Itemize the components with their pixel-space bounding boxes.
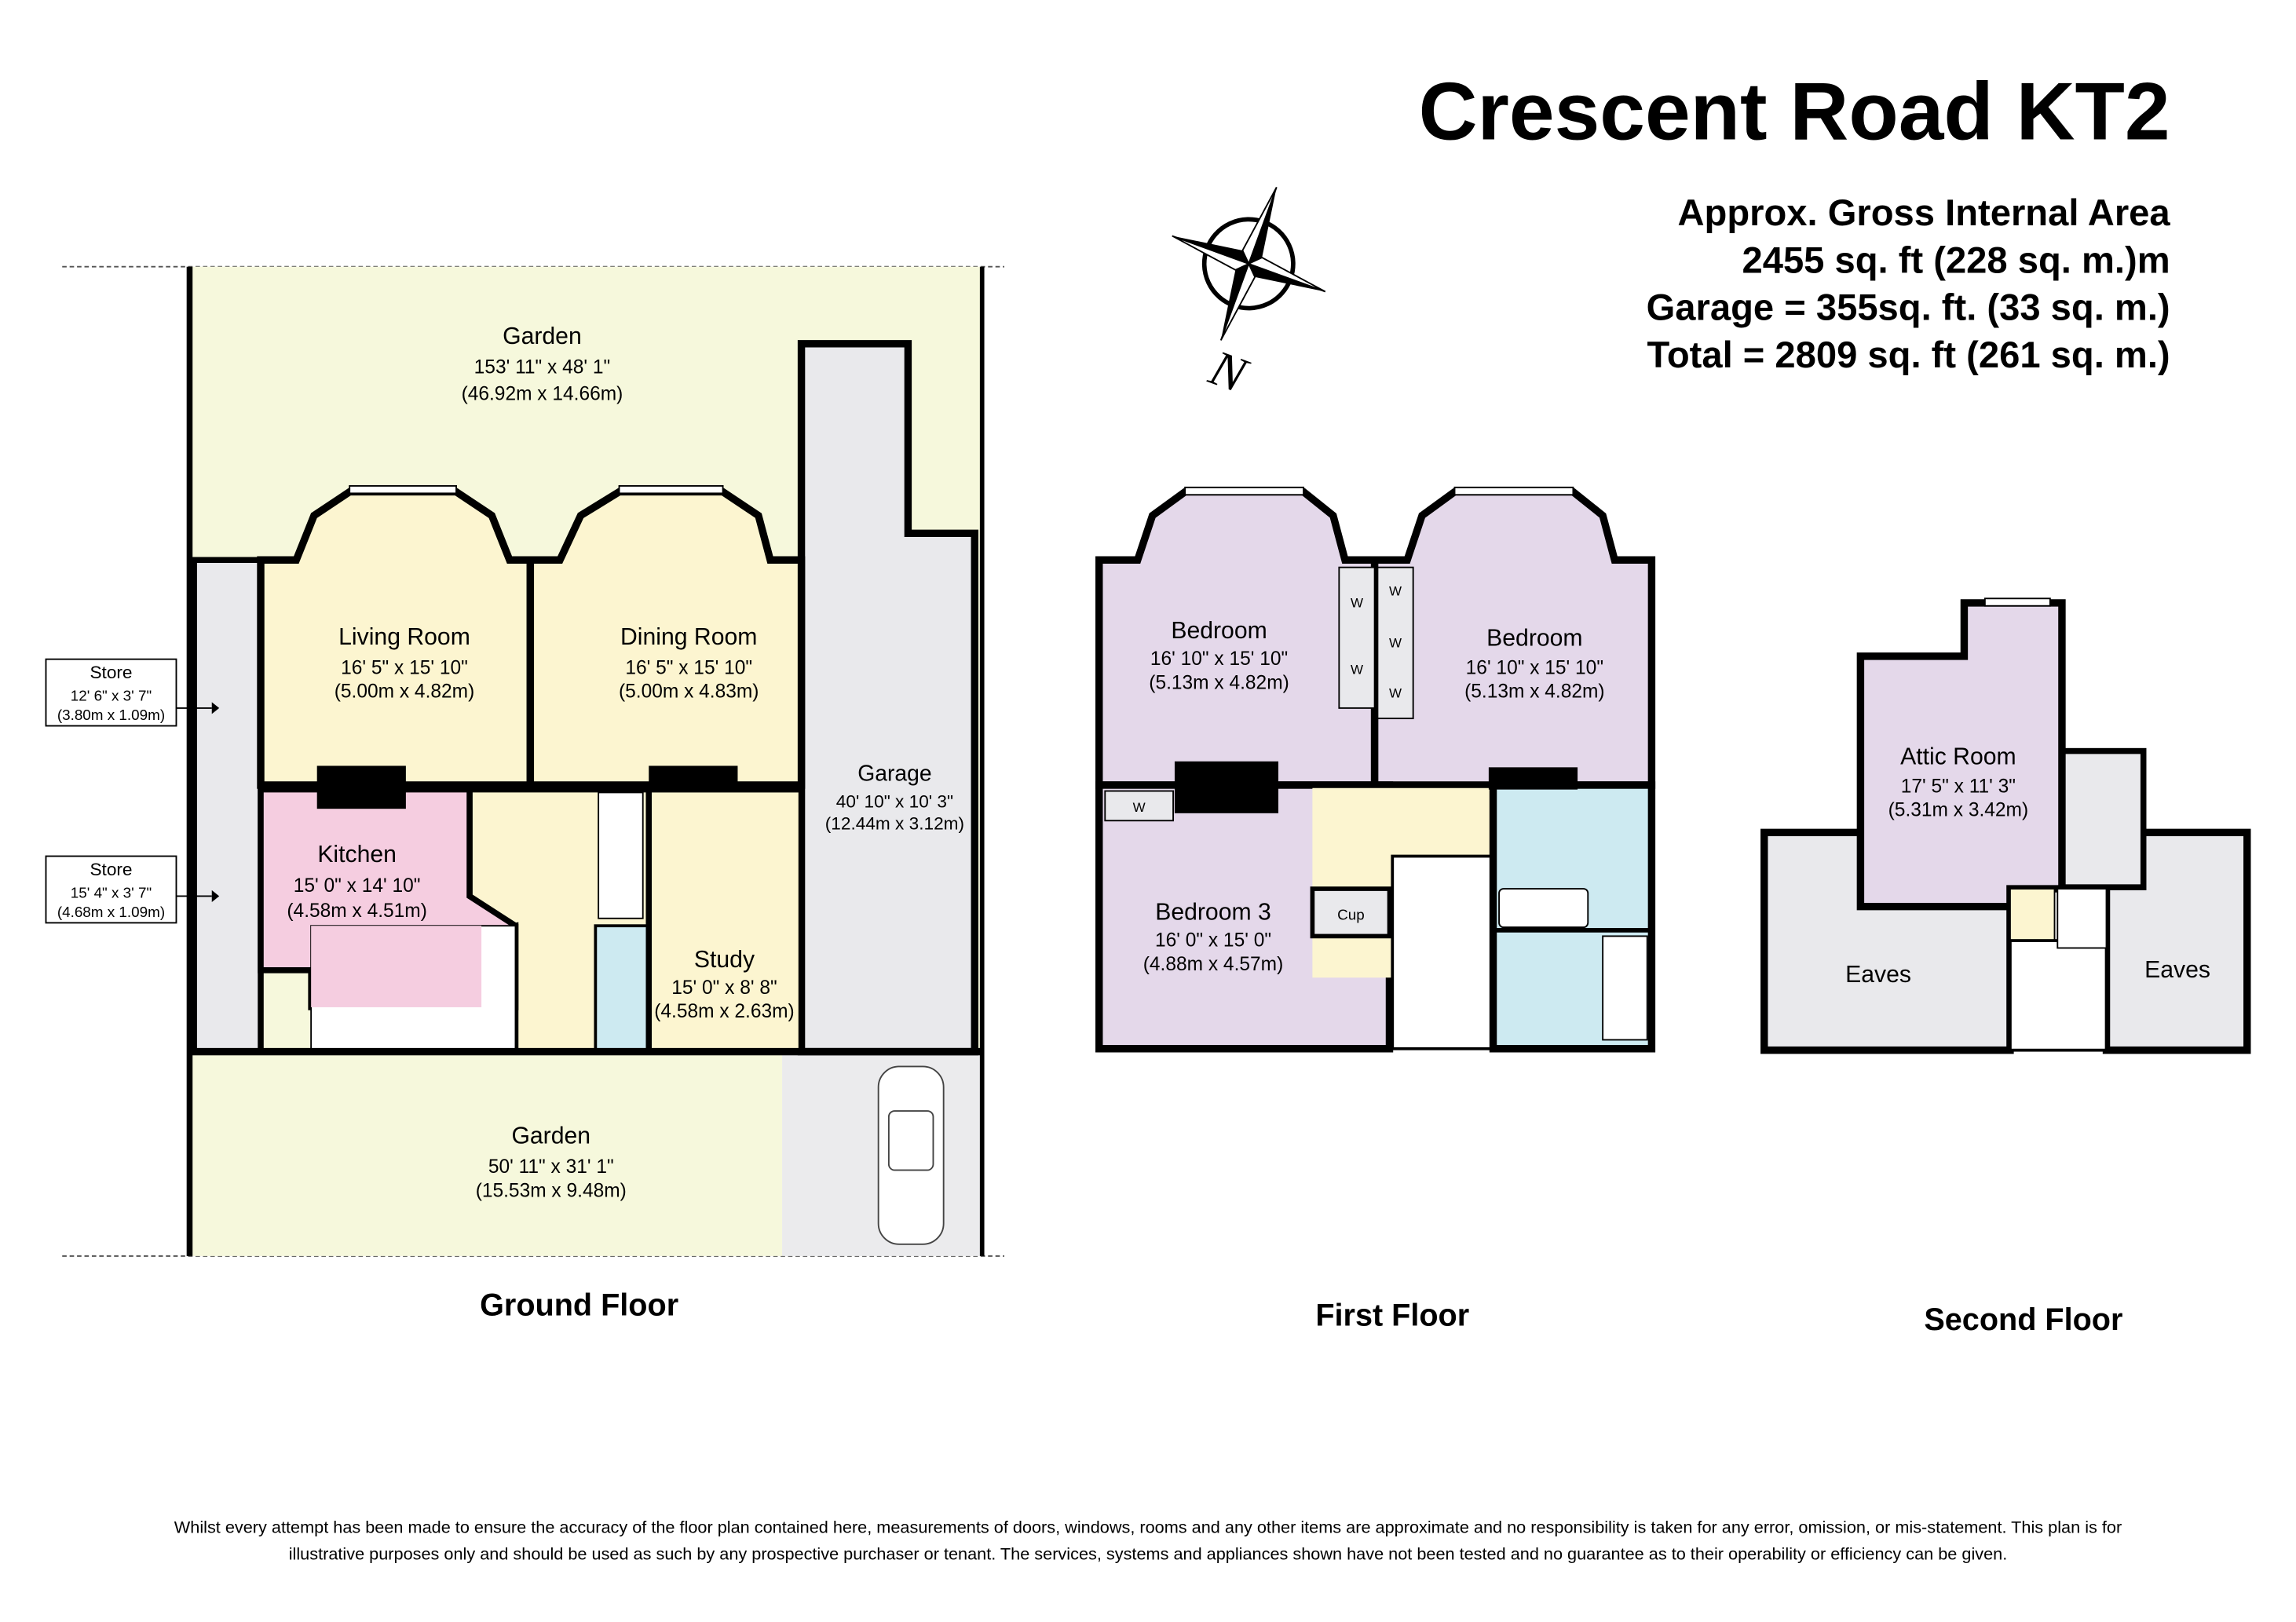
wardrobes: W W W W W W [1104,566,1414,822]
room-dim: (4.88m x 4.57m) [1143,954,1283,975]
room-name: Store [90,663,132,682]
bay-window-icon [349,484,724,495]
shower-icon [1602,935,1648,1041]
floor-label-ground: Ground Floor [480,1288,678,1322]
room-name: Attic Room [1900,744,2016,770]
room-dim: 15' 0" x 14' 10" [294,875,421,897]
room-dim: 12' 6" x 3' 7" [71,687,152,703]
staircase-icon [2009,939,2108,1052]
chimney-breast [1488,767,1578,790]
front-garden [189,1054,783,1256]
page-title: Crescent Road KT2 [1419,65,2170,156]
room-dim: 16' 10" x 15' 10" [1150,648,1288,670]
wardrobe-label: W [1389,686,1402,701]
room-dim: (5.31m x 3.42m) [1888,800,2028,821]
area-summary: Approx. Gross Internal Area 2455 sq. ft … [1647,192,2171,375]
bath-icon [1498,888,1589,929]
room-name: Bedroom [1486,626,1582,652]
room-dim: 16' 5" x 15' 10" [625,658,752,679]
compass-rose-icon [1172,187,1326,341]
room-dim: (5.13m x 4.82m) [1149,672,1289,693]
area-line-3: Garage = 355sq. ft. (33 sq. m.) [1647,287,2170,328]
room-dim: (3.80m x 1.09m) [57,707,165,723]
cupboard-label: Cup [1337,907,1365,923]
room-dim: 40' 10" x 10' 3" [836,791,953,811]
floor-label-second: Second Floor [1924,1302,2122,1337]
room-dim: (46.92m x 14.66m) [462,384,623,405]
wardrobe-label: W [1351,596,1363,611]
room-name: Store [90,860,132,879]
room-dim: (5.00m x 4.83m) [619,681,759,703]
living-room [257,488,535,789]
room-dim: (15.53m x 9.48m) [476,1180,627,1201]
room-name: Garden [503,323,582,349]
area-line-4: Total = 2809 sq. ft (261 sq. m.) [1647,334,2170,375]
room-name: Eaves [1845,962,1911,988]
room-name: Living Room [338,624,470,650]
disclaimer-line-2: illustrative purposes only and should be… [289,1544,2008,1564]
compass-north-label: N [1202,339,1256,404]
staircase-icon [1391,854,1495,1050]
landing-grey [2056,747,2147,890]
room-name: Bedroom 3 [1155,900,1271,926]
kitchen-floor [311,926,482,1007]
car-icon [877,1065,945,1245]
chimney-breast [649,765,738,790]
room-dim: 15' 4" x 3' 7" [71,884,152,901]
room-dim: (5.13m x 4.82m) [1464,681,1604,703]
staircase-icon [598,791,644,919]
room-dim: 16' 10" x 15' 10" [1466,658,1603,679]
room-name: Bedroom [1171,618,1267,644]
wardrobe-label: W [1389,584,1402,599]
room-dim: 50' 11" x 31' 1" [488,1156,614,1178]
room-dim: 15' 0" x 8' 8" [671,977,777,999]
chimney-breast [316,765,406,809]
room-dim: (4.68m x 1.09m) [57,904,165,920]
area-line-1: Approx. Gross Internal Area [1677,192,2170,233]
room-name: Dining Room [620,624,757,650]
room-name: Study [694,947,755,973]
second-floor-plan: Attic Room 17' 5" x 11' 3" (5.31m x 3.42… [1760,597,2251,1337]
room-dim: (5.00m x 4.82m) [335,681,474,703]
room-dim: 16' 5" x 15' 10" [341,658,468,679]
room-dim: 17' 5" x 11' 3" [1901,776,2016,797]
area-line-2: 2455 sq. ft (228 sq. m.)m [1742,239,2170,280]
wc-room [594,924,651,1054]
room-name: Garage [857,760,931,785]
wardrobe-label: W [1389,636,1402,651]
room-name: Kitchen [317,842,397,868]
room-dim: 16' 0" x 15' 0" [1155,930,1271,952]
ground-floor-plan: Garden 153' 11" x 48' 1" (46.92m x 14.66… [45,265,1005,1322]
floor-label-first: First Floor [1315,1299,1469,1333]
chimney-breast [1174,761,1279,813]
wardrobe-label: W [1351,663,1363,678]
first-floor-plan: W W W W W W Cup Bedroom 16' 10" x 15' 10… [1095,486,1656,1333]
room-name: Garden [511,1123,590,1149]
room-dim: (12.44m x 3.12m) [825,814,964,834]
room-name: Eaves [2144,957,2210,983]
store-callout-1: Store 12' 6" x 3' 7" (3.80m x 1.09m) [45,658,220,727]
store-strip [191,557,264,1055]
room-dim: (4.58m x 4.51m) [287,901,426,922]
landing [2009,888,2056,942]
room-dim: (4.58m x 2.63m) [654,1001,794,1022]
disclaimer-line-1: Whilst every attempt has been made to en… [174,1518,2122,1537]
store-callout-2: Store 15' 4" x 3' 7" (4.68m x 1.09m) [45,855,220,924]
cupboard [1310,886,1392,939]
wardrobe-label: W [1133,800,1146,815]
room-dim: 153' 11" x 48' 1" [474,357,611,378]
